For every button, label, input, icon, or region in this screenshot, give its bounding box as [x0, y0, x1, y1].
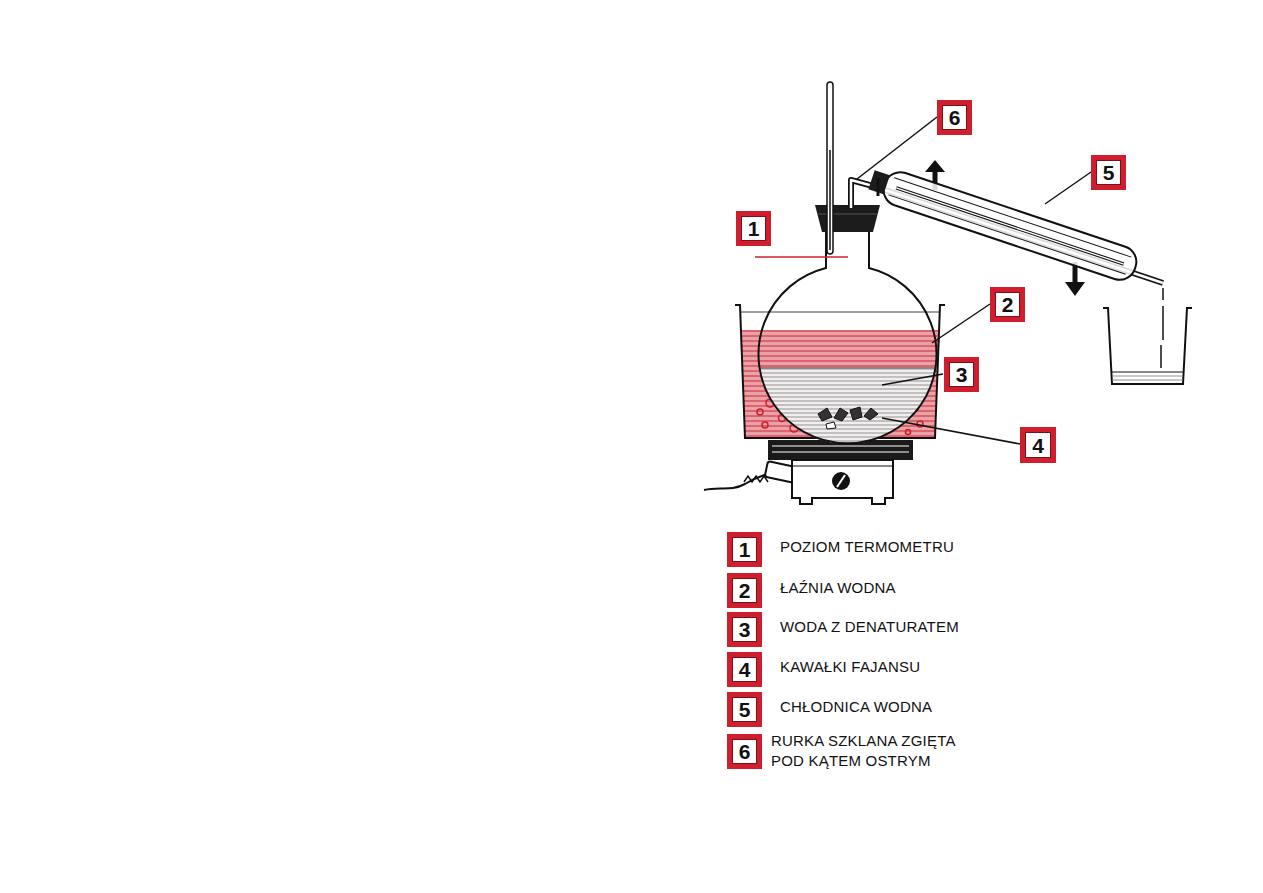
callout-number: 4: [739, 659, 751, 680]
power-cable: [744, 476, 768, 482]
callout-number: 1: [739, 539, 751, 560]
power-cable: [704, 474, 768, 490]
water-condenser: [896, 188, 1124, 264]
leader-line: [857, 117, 937, 179]
legend-key-box: 6: [727, 734, 762, 769]
legend-key-box: 3: [727, 612, 762, 647]
hot-plate: [772, 446, 909, 447]
leader-line: [932, 304, 990, 343]
hot-plate: [792, 460, 893, 504]
callout-number: 6: [949, 107, 961, 128]
thermometer: [827, 82, 833, 254]
round-bottom-flask: [755, 367, 940, 368]
callout-box: 5: [1091, 155, 1126, 190]
leader-line: [1045, 172, 1091, 204]
legend-key-box: 2: [727, 573, 762, 608]
legend-text: ŁAŹNIA WODNA: [780, 578, 1100, 598]
legend-text: RURKA SZKLANA ZGIĘTA POD KĄTEM OSTRYM: [771, 731, 986, 771]
callout-box: 6: [937, 100, 972, 135]
water-condenser: [1065, 282, 1085, 296]
thermometer: [829, 150, 831, 250]
leader-line: [882, 374, 943, 385]
round-bottom-flask: [759, 232, 937, 443]
receiving-beaker: [1103, 308, 1192, 384]
leader-line: [755, 117, 1091, 444]
legend-text: CHŁODNICA WODNA: [780, 697, 1100, 717]
hot-plate: [772, 452, 909, 453]
callout-number: 3: [739, 619, 751, 640]
callout-number: 2: [1002, 294, 1014, 315]
receiving-beaker: [1162, 306, 1164, 340]
porcelain-pieces: [834, 408, 848, 421]
receiving-beaker: [1162, 288, 1164, 300]
stopper: [815, 205, 880, 232]
water-bath: [757, 409, 763, 415]
receiving-beaker: [1160, 345, 1162, 368]
hot-plate: [768, 440, 913, 504]
water-condenser: [877, 178, 880, 196]
stopper: [815, 205, 880, 232]
water-condenser: [889, 195, 1126, 274]
legend-key-box: 5: [727, 692, 762, 727]
legend-key-box: 4: [727, 652, 762, 687]
water-bath: [906, 430, 911, 435]
porcelain-pieces: [850, 407, 862, 420]
legend-text: POZIOM TERMOMETRU: [780, 537, 1100, 557]
legend-text: WODA Z DENATURATEM: [780, 617, 1100, 637]
water-condenser: [925, 160, 945, 172]
porcelain-pieces: [826, 422, 836, 429]
callout-number: 5: [1103, 162, 1115, 183]
receiving-beaker: [1112, 380, 1183, 381]
leader-line: [755, 256, 848, 258]
legend-key-box: 1: [727, 532, 762, 567]
power-cable: [704, 461, 797, 490]
callout-number: 2: [739, 580, 751, 601]
callout-number: 1: [748, 218, 760, 239]
round-bottom-flask: [755, 232, 940, 448]
callout-box: 4: [1020, 427, 1056, 463]
callout-number: 5: [739, 699, 751, 720]
receiving-beaker: [1112, 376, 1183, 377]
porcelain-pieces: [818, 407, 878, 429]
hot-plate: [837, 475, 845, 487]
hot-plate: [792, 465, 893, 466]
porcelain-pieces: [864, 408, 878, 420]
receiving-beaker: [1103, 288, 1192, 384]
water-condenser: [896, 188, 1124, 264]
hot-plate: [832, 472, 850, 490]
callout-number: 3: [956, 364, 968, 385]
water-bath: [762, 422, 768, 428]
callout-box: 2: [990, 287, 1025, 322]
callout-box: 1: [736, 211, 771, 246]
thermometer: [827, 82, 833, 254]
porcelain-pieces: [818, 408, 832, 421]
callout-box: 3: [944, 357, 979, 392]
receiving-beaker: [1112, 372, 1183, 373]
leader-line: [882, 418, 1020, 444]
callout-number: 6: [739, 741, 751, 762]
legend-text: KAWAŁKI FAJANSU: [780, 657, 1100, 677]
callout-number: 4: [1032, 435, 1044, 456]
